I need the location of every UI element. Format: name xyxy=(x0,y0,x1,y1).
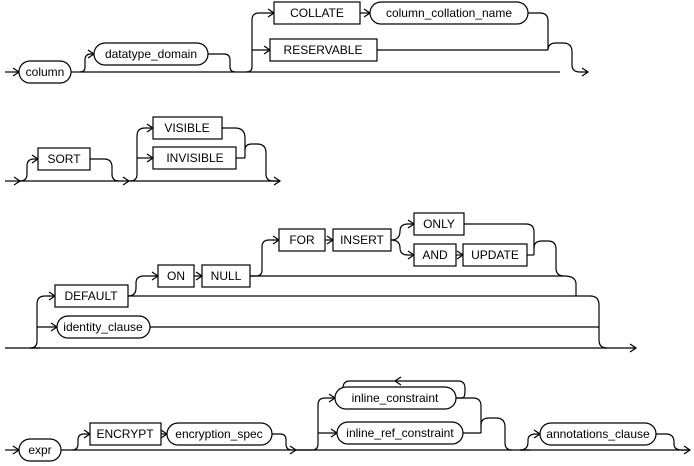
and-label: AND xyxy=(422,248,448,262)
default-keyword xyxy=(54,284,129,308)
encrypt-label: ENCRYPT xyxy=(96,427,154,441)
collate-label: COLLATE xyxy=(290,6,344,20)
row2-sort-visibility: SORT VISIBLE INVISIBLE xyxy=(5,116,282,186)
invisible-label: INVISIBLE xyxy=(166,151,223,165)
reservable-label: RESERVABLE xyxy=(284,43,363,57)
visible-keyword xyxy=(152,116,223,140)
column-terminal xyxy=(18,60,72,84)
column-label: column xyxy=(26,65,65,79)
inline-ref-constraint-label: inline_ref_constraint xyxy=(346,426,454,440)
datatype-domain-label: datatype_domain xyxy=(105,47,197,61)
column-collation-name-terminal xyxy=(369,1,529,25)
update-label: UPDATE xyxy=(471,248,519,262)
row4-expr-encrypt-constraints: expr ENCRYPT encryption_spec inline_cons… xyxy=(5,376,692,462)
identity-clause-terminal xyxy=(56,315,151,339)
annotations-clause-label: annotations_clause xyxy=(546,427,650,441)
expr-label: expr xyxy=(28,443,51,457)
insert-keyword xyxy=(332,228,392,252)
identity-clause-label: identity_clause xyxy=(63,320,143,334)
reservable-keyword xyxy=(269,38,378,62)
expr-terminal xyxy=(18,438,62,462)
visible-label: VISIBLE xyxy=(164,121,209,135)
default-label: DEFAULT xyxy=(64,289,118,303)
row1-column-clause: column datatype_domain COLLATE column_co… xyxy=(5,1,590,84)
column-collation-name-label: column_collation_name xyxy=(386,6,512,20)
collate-keyword xyxy=(273,1,361,25)
encrypt-keyword xyxy=(89,422,162,446)
inline-constraint-terminal xyxy=(334,386,457,410)
on-label: ON xyxy=(167,269,185,283)
invisible-keyword xyxy=(152,146,237,170)
null-keyword xyxy=(201,264,251,288)
sort-label: SORT xyxy=(47,152,81,166)
inline-constraint-label: inline_constraint xyxy=(352,391,439,405)
encryption-spec-terminal xyxy=(166,422,273,446)
sort-keyword xyxy=(37,147,91,171)
update-keyword xyxy=(462,243,528,267)
datatype-domain-terminal xyxy=(93,42,209,66)
for-keyword xyxy=(278,228,326,252)
insert-label: INSERT xyxy=(340,233,384,247)
only-label: ONLY xyxy=(423,217,455,231)
only-keyword xyxy=(413,212,465,236)
annotations-clause-terminal xyxy=(539,422,657,446)
null-label: NULL xyxy=(211,269,242,283)
on-keyword xyxy=(157,264,195,288)
and-keyword xyxy=(413,243,457,267)
inline-ref-constraint-terminal xyxy=(336,421,464,445)
row3-default-identity: DEFAULT ON NULL FOR INSERT ONLY AND UPDA… xyxy=(5,212,638,353)
encryption-spec-label: encryption_spec xyxy=(175,427,262,441)
for-label: FOR xyxy=(289,233,315,247)
